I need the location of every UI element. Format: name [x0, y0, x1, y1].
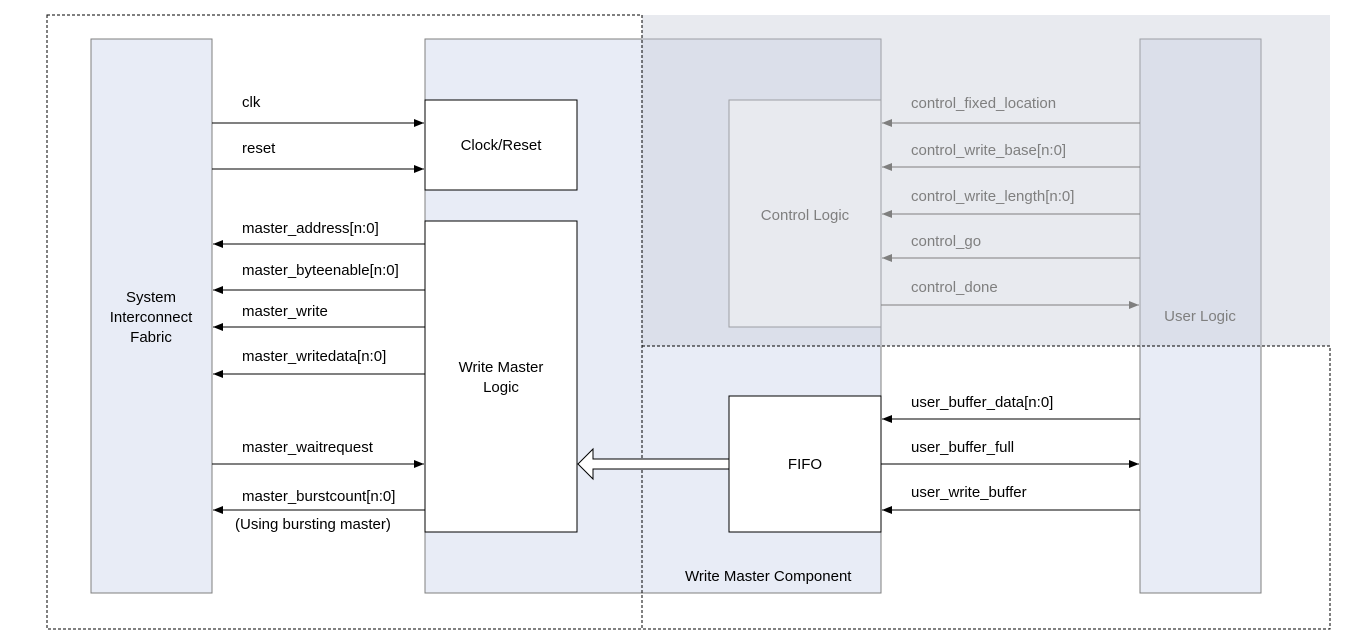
- user-buffer-arrows: [881, 415, 1140, 514]
- clock-reset-label: Clock/Reset: [461, 137, 543, 154]
- dashed-outline-left: [46, 14, 643, 630]
- master-burstcount-label: master_burstcount[n:0]: [242, 488, 395, 505]
- clock-reset-block: [424, 99, 578, 191]
- write-master-logic-label-line2: Logic: [483, 379, 519, 396]
- control-logic-block: [728, 99, 882, 328]
- control-fixed-location-label: control_fixed_location: [911, 95, 1056, 112]
- fifo-block: [728, 395, 882, 533]
- write-master-logic-label-line1: Write Master: [459, 359, 544, 376]
- dashed-outline-bottom-right: [641, 345, 1331, 630]
- user-buffer-data-label: user_buffer_data[n:0]: [911, 394, 1053, 411]
- user-write-buffer-label: user_write_buffer: [911, 484, 1027, 501]
- fifo-label: FIFO: [788, 456, 822, 473]
- fabric-label-line2: Interconnect: [110, 309, 193, 326]
- fabric-label-line3: Fabric: [130, 329, 172, 346]
- control-signal-arrows: [881, 119, 1140, 309]
- shaded-region: [642, 15, 1330, 346]
- control-write-length-label: control_write_length[n:0]: [911, 188, 1074, 205]
- write-master-component-label: Write Master Component: [685, 568, 852, 585]
- burst-note-label: (Using bursting master): [235, 516, 391, 533]
- control-write-base-label: control_write_base[n:0]: [911, 142, 1066, 159]
- master-write-label: master_write: [242, 303, 328, 320]
- clk-label: clk: [242, 94, 261, 111]
- master-writedata-label: master_writedata[n:0]: [242, 348, 386, 365]
- user-logic-block: [1139, 38, 1262, 594]
- user-buffer-full-label: user_buffer_full: [911, 439, 1014, 456]
- control-done-label: control_done: [911, 279, 998, 296]
- fabric-label-line1: System: [126, 289, 176, 306]
- reset-label: reset: [242, 140, 276, 157]
- master-byteenable-label: master_byteenable[n:0]: [242, 262, 399, 279]
- master-waitrequest-label: master_waitrequest: [242, 439, 374, 456]
- master-address-label: master_address[n:0]: [242, 220, 379, 237]
- system-interconnect-fabric-block: [90, 38, 213, 594]
- fifo-to-write-master-arrow: [577, 447, 730, 481]
- user-logic-label: User Logic: [1164, 308, 1236, 325]
- left-signal-arrows: [212, 119, 425, 514]
- control-go-label: control_go: [911, 233, 981, 250]
- write-master-logic-block: [424, 220, 578, 533]
- control-logic-label: Control Logic: [761, 207, 850, 224]
